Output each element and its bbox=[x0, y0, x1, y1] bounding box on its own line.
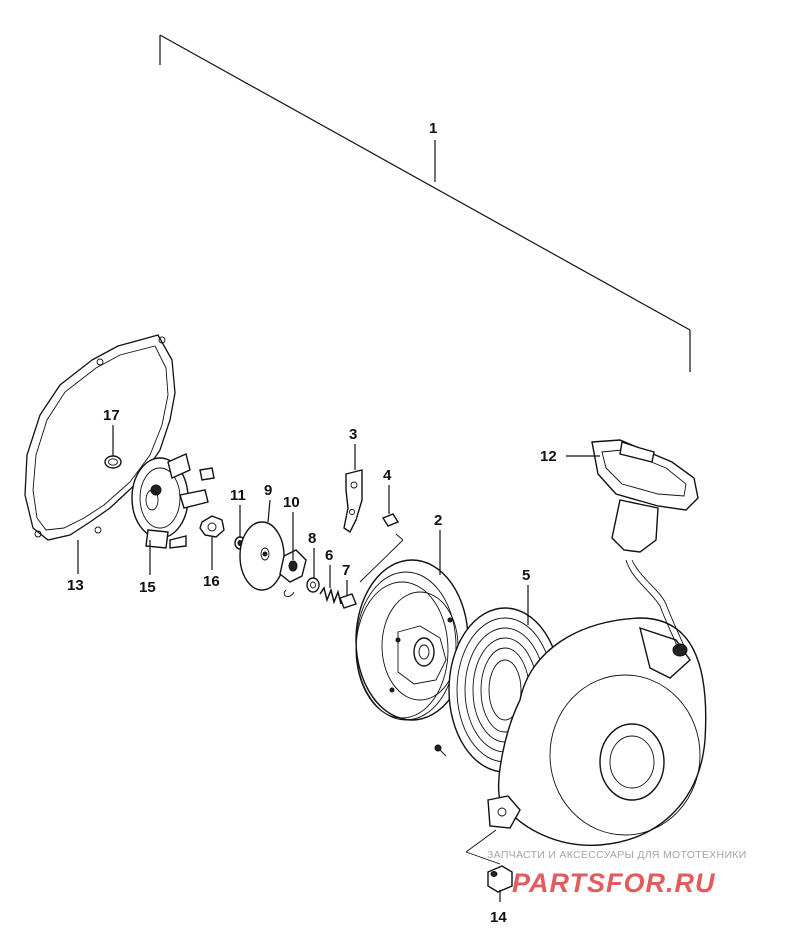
watermark-caption: ЗАПЧАСТИ И АКСЕССУАРЫ ДЛЯ МОТОТЕХНИКИ bbox=[487, 849, 747, 861]
callout-12: 12 bbox=[540, 448, 557, 465]
callout-1: 1 bbox=[429, 120, 437, 137]
ratchet-cam-part bbox=[131, 453, 215, 549]
bushing-part bbox=[339, 593, 357, 609]
gasket-part bbox=[24, 334, 176, 541]
coil-spring-part bbox=[319, 586, 342, 605]
watermark: ЗАПЧАСТИ И АКСЕССУАРЫ ДЛЯ МОТОТЕХНИКИ PA… bbox=[487, 849, 747, 898]
callout-11: 11 bbox=[230, 487, 246, 504]
callout-10: 10 bbox=[283, 494, 300, 511]
watermark-logo: PARTSFOR.RU bbox=[512, 868, 716, 898]
callout-5: 5 bbox=[522, 567, 530, 584]
bolt-part bbox=[465, 829, 513, 893]
callout-7: 7 bbox=[342, 562, 350, 579]
callout-17: 17 bbox=[103, 407, 120, 424]
callout-3: 3 bbox=[349, 426, 357, 443]
callout-6: 6 bbox=[325, 547, 333, 564]
o-ring-part bbox=[104, 455, 122, 469]
callout-labels: 1 2 3 4 5 6 7 8 9 10 11 12 13 14 15 16 1… bbox=[67, 120, 557, 926]
assembly-bracket bbox=[159, 34, 691, 372]
pawl-spring-part bbox=[279, 549, 307, 597]
spring-washer-part bbox=[306, 577, 320, 593]
callout-15: 15 bbox=[139, 579, 156, 596]
callout-14: 14 bbox=[490, 909, 507, 926]
nut-part bbox=[199, 515, 225, 538]
starter-case-part bbox=[434, 617, 707, 847]
callout-2: 2 bbox=[434, 512, 442, 529]
pawl-part bbox=[343, 469, 363, 534]
callout-8: 8 bbox=[308, 530, 316, 547]
callout-16: 16 bbox=[203, 573, 220, 590]
callout-13: 13 bbox=[67, 577, 84, 594]
pin-part bbox=[359, 513, 404, 583]
callout-4: 4 bbox=[383, 467, 392, 484]
leader-lines bbox=[77, 425, 600, 902]
handle-part bbox=[591, 439, 699, 649]
friction-plate-part bbox=[239, 521, 285, 591]
callout-9: 9 bbox=[264, 482, 272, 499]
